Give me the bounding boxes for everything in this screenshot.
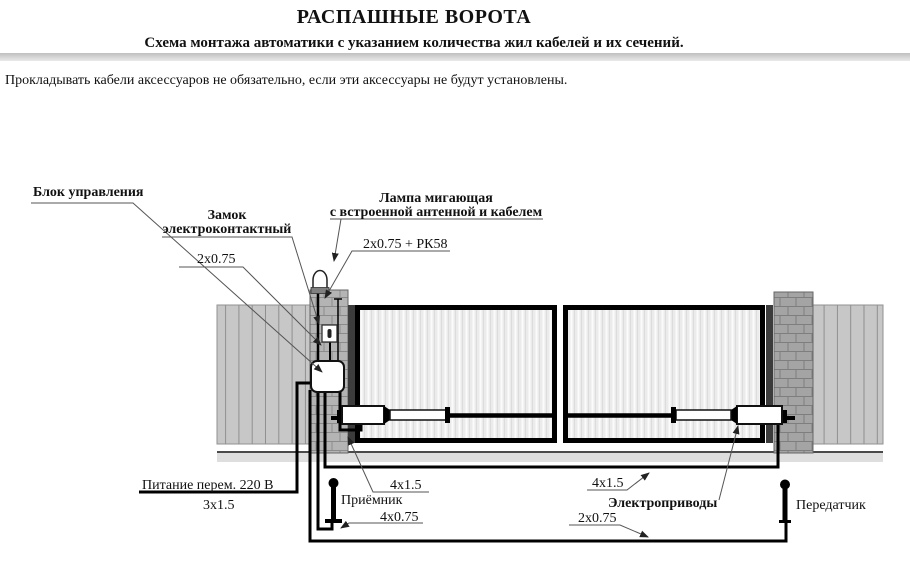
receiver-label: Приёмник	[341, 493, 403, 508]
lamp-cable-label: 2х0.75 + РК58	[363, 237, 448, 252]
lamp-cable-leader	[324, 250, 450, 299]
bottom-cable-line	[308, 390, 788, 543]
bottom-cable-leader	[569, 524, 649, 538]
right-actuator-bracket	[782, 410, 787, 423]
page-title: РАСПАШНЫЕ ВОРОТА	[296, 6, 532, 28]
left-actuator	[331, 405, 450, 425]
power-cable-label: 3х1.5	[203, 498, 235, 513]
lamp-base	[310, 287, 330, 294]
page-header: РАСПАШНЫЕ ВОРОТА Схема монтажа автоматик…	[0, 0, 828, 52]
right-actuator-cable-line	[323, 390, 780, 469]
actuators-leader	[718, 425, 740, 501]
right-hinge-bar	[766, 305, 773, 443]
lamp-label-line2: с встроенной антенной и кабелем	[330, 205, 543, 220]
receiver-cable-leader	[340, 520, 423, 529]
control-unit-box	[310, 360, 345, 393]
antenna-cable-line	[334, 298, 342, 363]
left-actuator-cable-label: 4х1.5	[390, 478, 422, 493]
power-cable-line	[139, 381, 311, 494]
lamp-label-line1: Лампа мигающая	[379, 191, 493, 206]
lock-cable-label: 2х0.75	[197, 252, 236, 267]
right-actuator-rod	[675, 409, 732, 421]
left-actuator-rod	[389, 409, 447, 421]
ground-band	[217, 453, 883, 462]
control-unit-label: Блок управления	[33, 185, 144, 200]
control-unit-leader	[31, 202, 323, 373]
page-subtitle: Схема монтажа автоматики с указанием кол…	[144, 35, 684, 51]
left-fence	[216, 304, 311, 445]
lamp-leader	[331, 218, 342, 262]
left-hinge-bar	[348, 305, 355, 443]
lock-cable-leader	[179, 266, 322, 346]
right-fence	[812, 304, 884, 445]
flashing-lamp	[310, 269, 330, 294]
right-pillar	[773, 291, 814, 454]
power-supply-label: Питание перем. 220 В	[142, 478, 273, 493]
left-actuator-body	[341, 405, 385, 425]
receiver-cable-line	[316, 390, 334, 531]
bottom-cable-label: 2х0.75	[578, 511, 617, 526]
transmitter-label: Передатчик	[796, 498, 866, 513]
left-actuator-bracket	[337, 410, 342, 423]
right-actuator-body	[736, 405, 783, 425]
lock-keyhole-icon	[327, 329, 332, 338]
note-text: Прокладывать кабели аксессуаров не обяза…	[5, 73, 568, 88]
electro-contact-lock	[321, 324, 338, 343]
lock-leader	[162, 236, 320, 325]
actuators-label: Электроприводы	[608, 496, 717, 511]
lock-label-line1: Замок	[208, 208, 248, 223]
right-actuator-cable-leader	[587, 472, 650, 491]
receiver-cable-label: 4х0.75	[380, 510, 419, 525]
transmitter-symbol	[779, 479, 791, 523]
header-divider	[0, 53, 910, 61]
receiver-symbol	[325, 478, 342, 523]
right-actuator	[671, 405, 795, 425]
lock-label-line2: электроконтактный	[163, 222, 292, 237]
left-actuator-cable-leader	[347, 436, 429, 493]
leader-lines	[31, 202, 740, 538]
right-actuator-cable-label: 4х1.5	[592, 476, 624, 491]
